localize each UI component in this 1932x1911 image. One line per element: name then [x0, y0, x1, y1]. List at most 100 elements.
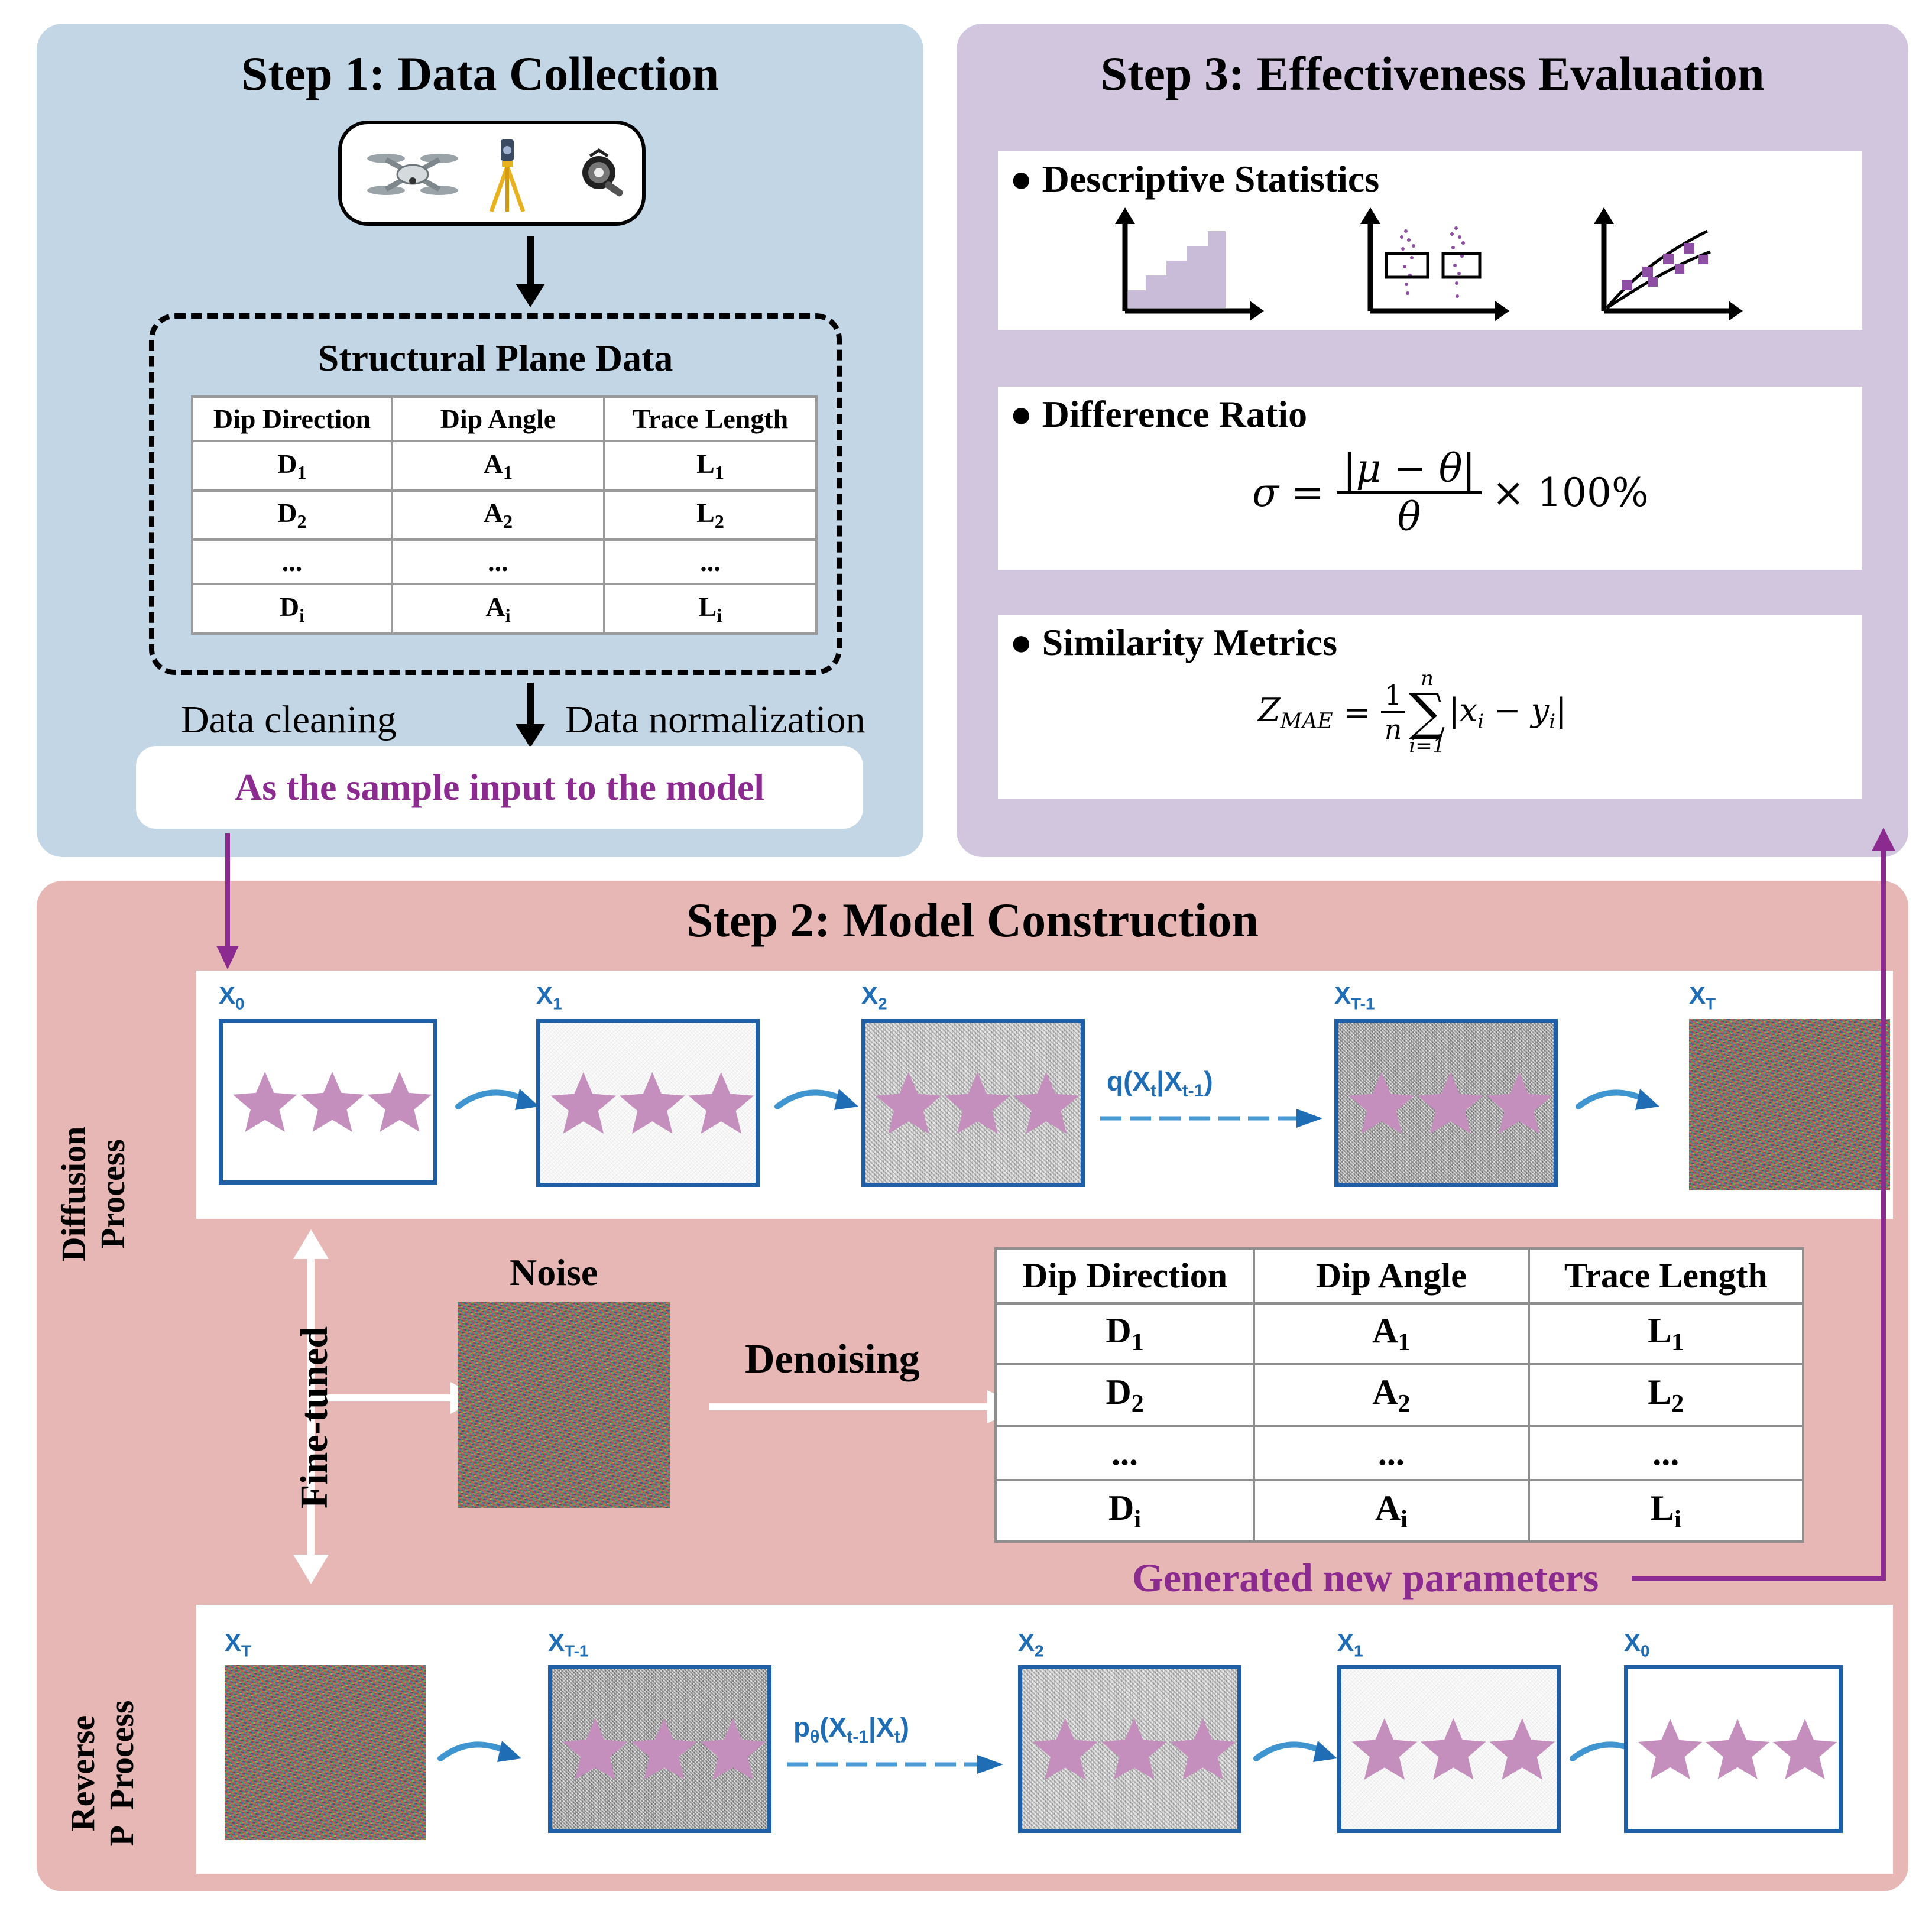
- table-cell: Ai: [1253, 1479, 1530, 1543]
- table-cell: Li: [602, 583, 818, 635]
- step2-panel: Step 2: Model Construction Diffusion Pro…: [37, 881, 1908, 1891]
- star-image: [1334, 1019, 1558, 1187]
- noise-image: [1689, 1019, 1890, 1190]
- table-cell: A2: [390, 489, 605, 541]
- star-shape: [1420, 1718, 1486, 1780]
- star-image: [1018, 1665, 1241, 1833]
- step-label: XT-1: [548, 1628, 589, 1660]
- table-cell: Li: [1527, 1479, 1805, 1543]
- data-cleaning-label: Data cleaning: [181, 698, 397, 741]
- descriptive-statistics-label: ● Descriptive Statistics: [1010, 158, 1380, 200]
- table-cell: Di: [191, 583, 393, 635]
- generated-to-evaluation-arrowhead: [1872, 828, 1895, 851]
- star-shape: [1705, 1719, 1770, 1779]
- table-cell: A2: [1253, 1363, 1530, 1427]
- structural-plane-data-title: Structural Plane Data: [317, 337, 673, 379]
- star-shape: [688, 1072, 754, 1134]
- formula-tail: × 100%: [1492, 470, 1649, 515]
- step3-panel: Step 3: Effectiveness Evaluation ● Descr…: [957, 24, 1908, 857]
- mae-sum: n ∑ i=1: [1409, 667, 1445, 758]
- line-fit-icon: [1594, 207, 1743, 321]
- star-shape: [1170, 1718, 1236, 1780]
- column-header: Trace Length: [602, 395, 818, 442]
- formula-numerator: |μ − θ|: [1337, 446, 1482, 494]
- arrow-down-icon: [516, 236, 545, 307]
- similarity-metrics-label: ● Similarity Metrics: [1010, 621, 1338, 663]
- star-shape: [1101, 1718, 1167, 1780]
- star-image: [548, 1665, 771, 1833]
- column-header: Trace Length: [1527, 1247, 1805, 1305]
- table-cell: A1: [390, 439, 605, 492]
- similarity-metrics-box: ● Similarity Metrics ZMAE = 1 n n ∑ i=1 …: [998, 615, 1862, 799]
- star-image: [219, 1019, 437, 1185]
- mae-fraction: 1 n: [1380, 679, 1406, 745]
- star-shape: [1013, 1072, 1080, 1134]
- difference-ratio-box: ● Difference Ratio σ = |μ − θ| θ × 100%: [998, 387, 1862, 570]
- table-cell: L2: [1527, 1363, 1805, 1427]
- star-shape: [1351, 1718, 1418, 1780]
- column-header: Dip Direction: [191, 395, 393, 442]
- step-label: X0: [1624, 1628, 1650, 1660]
- star-shape: [233, 1072, 297, 1132]
- table-cell: D1: [994, 1302, 1256, 1366]
- step-label: X1: [536, 981, 562, 1013]
- star-shape: [367, 1072, 432, 1132]
- device-box: [338, 121, 646, 226]
- descriptive-statistics-box: ● Descriptive Statistics: [998, 151, 1862, 330]
- curved-arrow-icon: [774, 1089, 858, 1110]
- step-label: X2: [1018, 1628, 1044, 1660]
- step-label: X1: [1337, 1628, 1363, 1660]
- formula-fraction: |μ − θ| θ: [1337, 446, 1482, 540]
- star-image: [861, 1019, 1085, 1187]
- mae-eq: =: [1343, 693, 1370, 731]
- table-row: .........: [191, 538, 818, 586]
- formula-denominator: θ: [1397, 494, 1421, 540]
- reverse-transition-formula: pθ(Xt-1|Xt): [793, 1712, 909, 1747]
- star-shape: [700, 1718, 766, 1780]
- table-cell: D2: [994, 1363, 1256, 1427]
- sample-input-text: As the sample input to the model: [234, 766, 765, 808]
- curved-arrow-icon: [455, 1089, 539, 1110]
- column-header: Dip Angle: [390, 395, 605, 442]
- step1-panel: Step 1: Data Collection: [37, 24, 923, 857]
- mae-lhs: ZMAE: [1258, 691, 1333, 734]
- table-cell: Ai: [390, 583, 605, 635]
- table-cell: L1: [602, 439, 818, 492]
- mae-body: |xi − yi|: [1448, 691, 1567, 734]
- compass-icon: [582, 148, 623, 197]
- column-header: Dip Direction: [994, 1247, 1256, 1305]
- curved-arrow-icon: [1253, 1741, 1337, 1762]
- star-shape: [944, 1072, 1010, 1134]
- arrow-down-icon: [516, 683, 545, 748]
- noise-image: [458, 1302, 670, 1508]
- step-label: X2: [861, 981, 887, 1013]
- table-row: .........: [994, 1424, 1805, 1482]
- star-shape: [619, 1072, 685, 1134]
- curved-arrow-icon: [437, 1741, 521, 1762]
- table-cell: ...: [602, 538, 818, 586]
- table-cell: D2: [191, 489, 393, 541]
- data-normalization-label: Data normalization: [565, 698, 865, 741]
- table-cell: Di: [994, 1479, 1256, 1543]
- sample-input-box: As the sample input to the model: [136, 746, 863, 829]
- step1-title: Step 1: Data Collection: [241, 47, 719, 100]
- step3-title: Step 3: Effectiveness Evaluation: [1100, 47, 1765, 100]
- star-shape: [1638, 1719, 1703, 1779]
- noise-label: Noise: [510, 1251, 598, 1293]
- dashed-arrow-icon: [1100, 1109, 1322, 1128]
- star-shape: [631, 1718, 697, 1780]
- star-shape: [1489, 1718, 1555, 1780]
- total-station-icon: [489, 139, 526, 213]
- step-label: X0: [219, 981, 245, 1013]
